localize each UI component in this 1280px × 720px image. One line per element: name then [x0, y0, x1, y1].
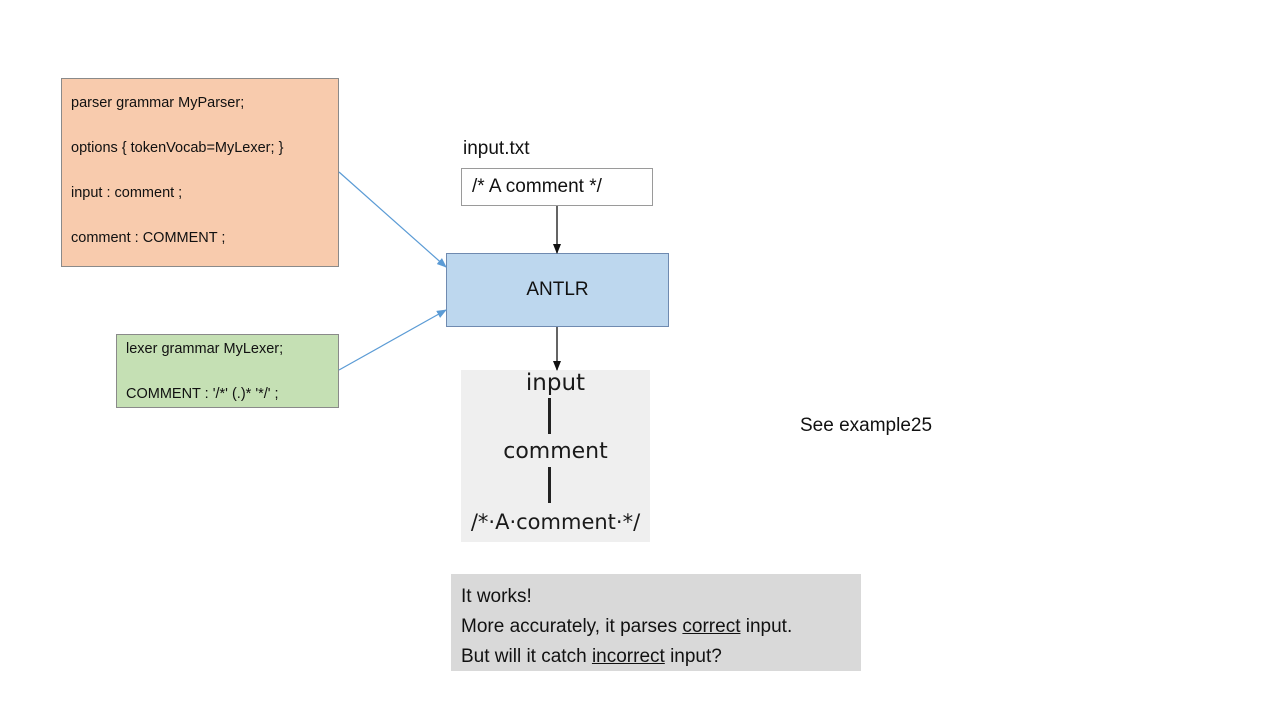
- note-line-3: But will it catch incorrect input?: [461, 642, 861, 672]
- parse-tree-edge: [548, 467, 551, 503]
- note-underlined-word: correct: [682, 616, 741, 637]
- lexer-to-antlr-arrow: [338, 309, 447, 371]
- input-file-label: input.txt: [463, 138, 530, 159]
- note-box: It works! More accurately, it parses cor…: [451, 574, 861, 671]
- note-text: input?: [664, 646, 722, 667]
- see-example-text: See example25: [800, 415, 933, 436]
- note-text: But will it catch: [461, 646, 592, 667]
- antlr-label: ANTLR: [526, 279, 589, 300]
- parse-tree-image: input comment /*·A·comment·*/: [461, 370, 650, 542]
- lexer-grammar-line: lexer grammar MyLexer;: [126, 341, 284, 357]
- note-line-2: More accurately, it parses correct input…: [461, 612, 861, 642]
- note-text: More accurately, it parses: [461, 616, 683, 637]
- note-underlined-word: incorrect: [591, 646, 665, 667]
- parse-tree-edge: [548, 398, 551, 434]
- note-line-1: It works!: [461, 586, 532, 607]
- parser-grammar-line: parser grammar MyParser;: [71, 95, 245, 111]
- lexer-grammar-line: COMMENT : '/*' (.)* '*/' ;: [126, 386, 279, 402]
- antlr-box: ANTLR: [446, 253, 669, 327]
- note-text: input.: [740, 616, 793, 637]
- parser-grammar-box: parser grammar MyParser; options { token…: [61, 78, 339, 267]
- input-file-content: /* A comment */: [472, 176, 602, 197]
- parse-tree-root-node: input: [525, 370, 586, 396]
- parser-to-antlr-arrow: [338, 171, 447, 268]
- lexer-grammar-box: lexer grammar MyLexer; COMMENT : '/*' (.…: [116, 334, 339, 408]
- parser-grammar-line: options { tokenVocab=MyLexer; }: [71, 140, 284, 156]
- parse-tree-child-node: comment: [503, 439, 608, 464]
- parse-tree-leaf-node: /*·A·comment·*/: [470, 510, 641, 534]
- input-file-box: /* A comment */: [461, 168, 653, 206]
- parser-grammar-line: comment : COMMENT ;: [71, 230, 226, 246]
- parser-grammar-line: input : comment ;: [71, 185, 183, 201]
